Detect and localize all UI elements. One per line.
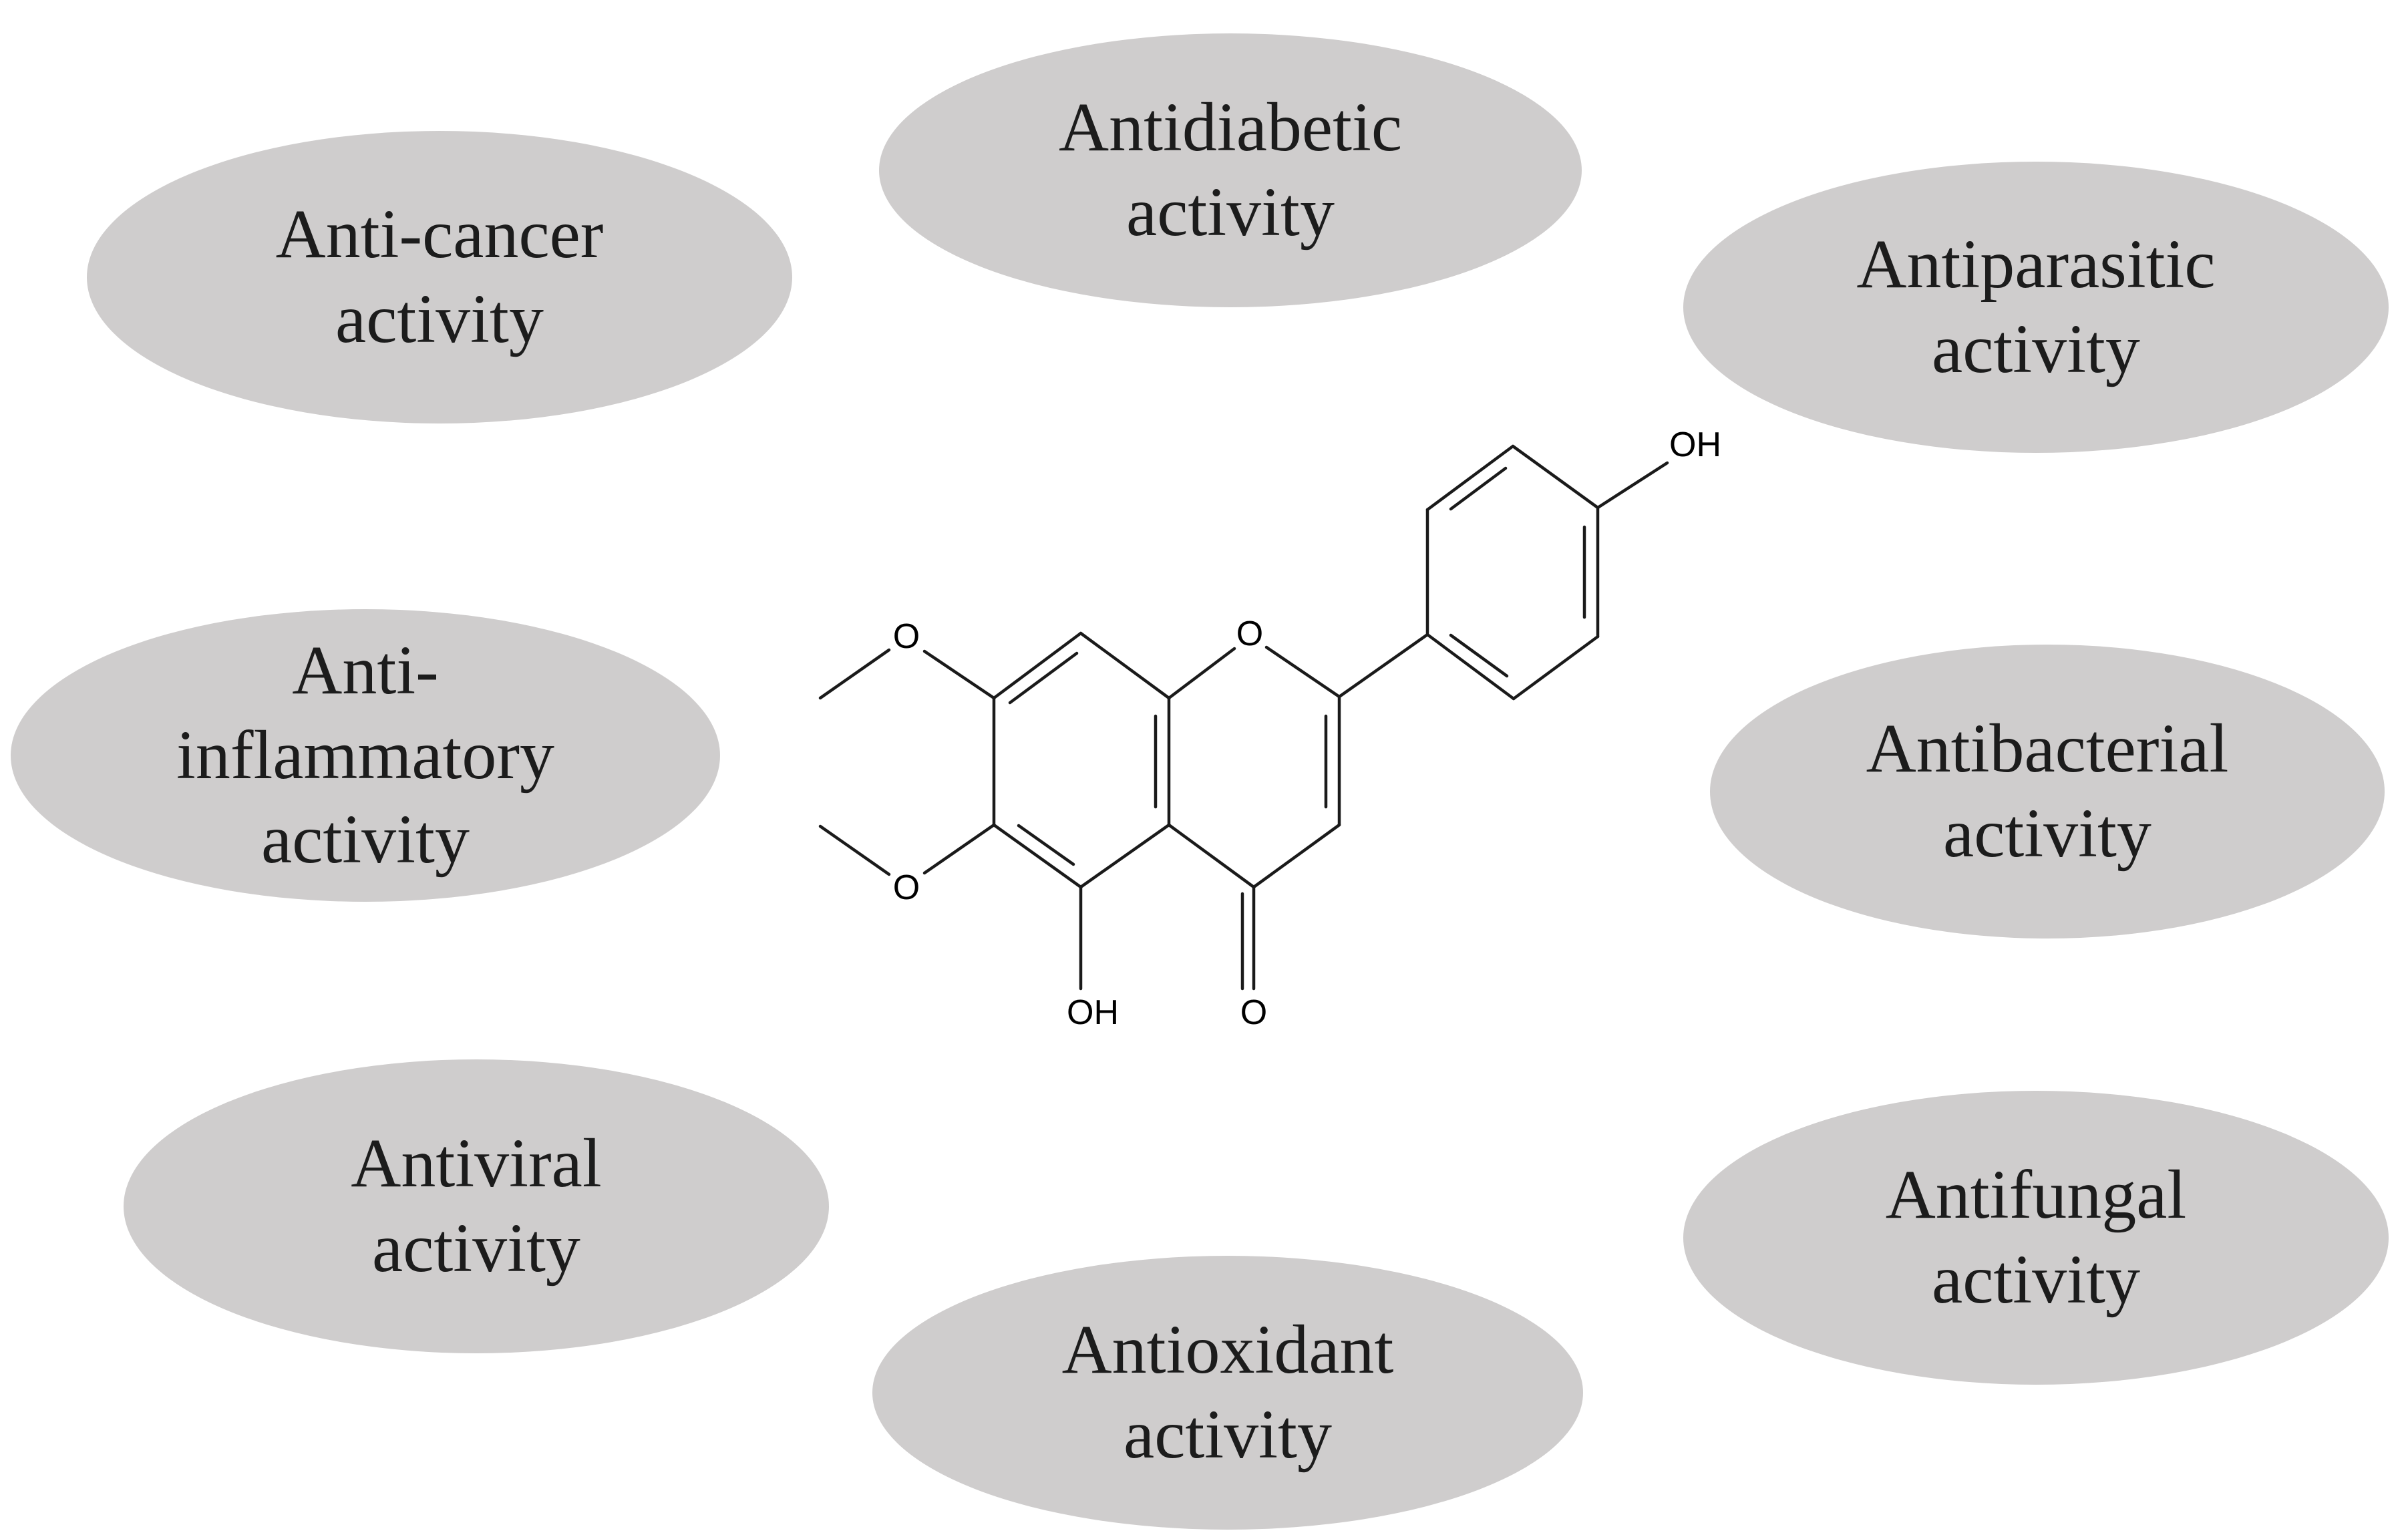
double-bond-line [1017, 824, 1075, 866]
ketone-oxygen-label: O [1240, 993, 1267, 1032]
molecule-structure: O O O OH O OH [818, 425, 1721, 1032]
bubble-antioxidant: Antioxidant activity [872, 1256, 1583, 1530]
bond-methoxy-bottom [922, 823, 996, 875]
bond [1167, 823, 1256, 889]
bond [1079, 823, 1171, 889]
bubble-antidiabetic: Antidiabetic activity [879, 33, 1582, 307]
bond [1252, 823, 1341, 889]
bubble-antiviral: Antiviral activity [124, 1059, 829, 1353]
bond [1511, 444, 1600, 510]
bubble-antibacterial-label: Antibacterial activity [1866, 710, 2229, 872]
bubble-anti-inflammatory-label: Anti- inflammatory activity [176, 631, 555, 878]
methoxy-bottom-oxygen-label: O [893, 868, 920, 907]
bubble-antifungal-label: Antifungal activity [1885, 1156, 2187, 1318]
bubble-antioxidant-label: Antioxidant activity [1061, 1311, 1394, 1473]
bubble-antifungal: Antifungal activity [1683, 1091, 2389, 1385]
bond-methyl-top [818, 648, 891, 700]
double-bond-line [1449, 633, 1509, 678]
bond [1079, 631, 1171, 700]
bond-methyl-bottom [818, 824, 891, 876]
bond [1264, 645, 1341, 699]
bond [1167, 647, 1236, 700]
methoxy-top-oxygen-label: O [893, 617, 920, 656]
bubble-antiviral-label: Antiviral activity [351, 1125, 602, 1287]
bubble-antiparasitic: Antiparasitic activity [1683, 162, 2389, 453]
bond [1512, 635, 1600, 701]
bond [992, 631, 1083, 700]
para-hydroxyl-label: OH [1669, 425, 1721, 464]
bubble-antibacterial: Antibacterial activity [1710, 645, 2385, 938]
bubble-anti-inflammatory: Anti- inflammatory activity [11, 609, 720, 902]
ring-oxygen-label: O [1236, 615, 1263, 653]
bond-para-hydroxyl [1596, 461, 1669, 510]
bond [992, 823, 1083, 889]
bubble-anti-cancer-label: Anti-cancer activity [275, 196, 604, 357]
bubble-antidiabetic-label: Antidiabetic activity [1058, 89, 1403, 250]
double-bond-line [1008, 651, 1079, 705]
bond [1425, 633, 1516, 701]
double-bond-line [1449, 466, 1508, 511]
bond [1425, 444, 1515, 512]
bubble-anti-cancer: Anti-cancer activity [87, 131, 792, 423]
c5-hydroxyl-label: OH [1067, 993, 1119, 1032]
bubble-antiparasitic-label: Antiparasitic activity [1856, 226, 2216, 387]
bond [1337, 633, 1429, 699]
bond-methoxy-top [922, 649, 996, 700]
